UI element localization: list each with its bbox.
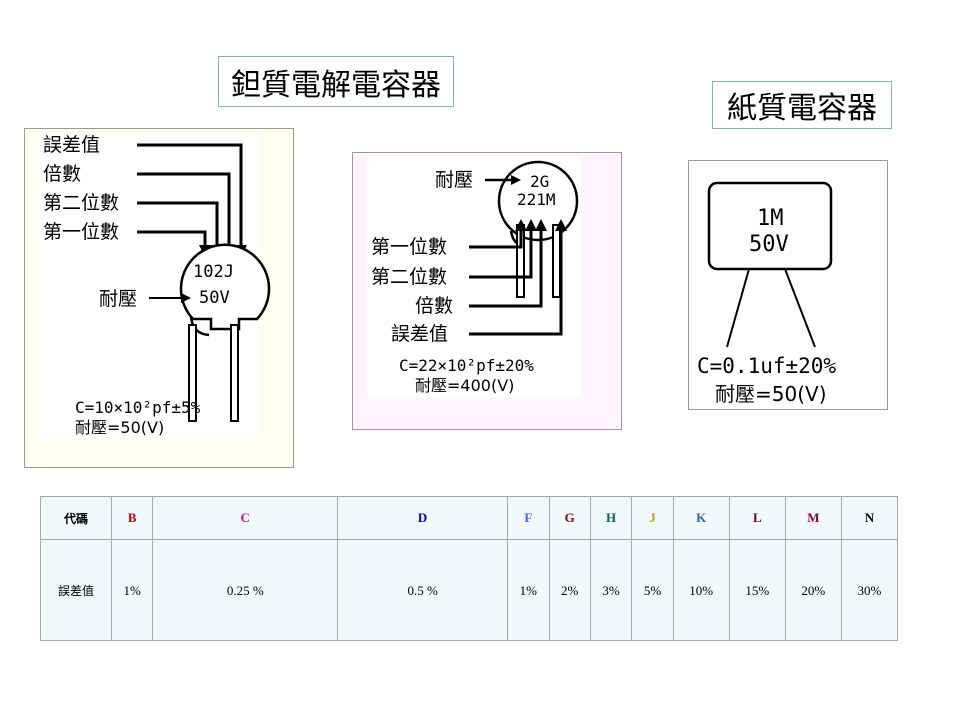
label-tolerance: 誤差值 <box>391 323 448 345</box>
paper-diagram-svg: 1M 50V C=0.1uf±20% 耐壓=50(V) <box>697 181 836 406</box>
capacitor-body <box>179 243 271 331</box>
tolerance-header: 誤差值 <box>40 539 112 641</box>
tolerance-cell: 30% <box>840 539 899 641</box>
tolerance-cell: 2% <box>548 539 591 641</box>
formula-voltage: 耐壓=400(V) <box>415 376 514 395</box>
tolerance-row: 誤差值 1% 0.25 % 0.5 % 1% 2% 3% 5% 10% 15% … <box>40 539 899 641</box>
code-row: 代碼 B C D F G H J K L M N <box>40 496 899 540</box>
formula-capacitance: C=10×10²pf±5% <box>75 398 201 417</box>
marking-capacitance: 1M <box>757 206 784 231</box>
marking-capacitance-code: 221M <box>517 190 556 209</box>
label-tolerance: 誤差值 <box>43 134 100 156</box>
label-voltage: 耐壓 <box>99 288 137 310</box>
tolerance-cell: 10% <box>672 539 730 641</box>
tantalum-diagram-svg: 誤差值 倍數 第二位數 第一位數 102J 50V 耐壓 C=10×10²pf±… <box>39 133 271 439</box>
formula-voltage: 耐壓=50(V) <box>715 382 827 406</box>
code-cell: B <box>110 496 154 540</box>
formula-capacitance: C=0.1uf±20% <box>697 354 836 378</box>
tolerance-cell: 0.25 % <box>152 539 339 641</box>
tolerance-cell: 5% <box>631 539 674 641</box>
tolerance-code-table: 代碼 B C D F G H J K L M N 誤差值 1% 0.25 % 0… <box>40 496 899 641</box>
title-tantalum-capacitor: 鉭質電解電容器 <box>218 56 454 107</box>
tolerance-cell: 20% <box>784 539 842 641</box>
capacitor-body <box>497 160 579 242</box>
formula-capacitance: C=22×10²pf±20% <box>399 356 534 375</box>
formula-voltage: 耐壓=50(V) <box>75 418 164 437</box>
tantalum-capacitor-diagram: 誤差值 倍數 第二位數 第一位數 102J 50V 耐壓 C=10×10²pf±… <box>24 128 294 468</box>
marking-voltage: 50V <box>749 232 789 257</box>
tolerance-cell: 15% <box>728 539 786 641</box>
code-cell: D <box>337 496 509 540</box>
label-first-digit: 第一位數 <box>371 236 447 258</box>
title-paper-capacitor: 紙質電容器 <box>712 81 892 129</box>
code-cell: K <box>672 496 730 540</box>
code-cell: J <box>631 496 674 540</box>
code-cell: C <box>152 496 339 540</box>
disc-capacitor-diagram: 2G 221M 耐壓 第一位數 第二位數 倍數 誤差值 C=22×10²pf±2… <box>352 152 622 430</box>
label-voltage: 耐壓 <box>435 169 473 191</box>
tolerance-cell: 1% <box>110 539 154 641</box>
tolerance-cell: 0.5 % <box>337 539 509 641</box>
pointer-arrows <box>137 143 243 247</box>
code-cell: L <box>728 496 786 540</box>
marking-voltage: 50V <box>199 288 230 308</box>
paper-capacitor-diagram: 1M 50V C=0.1uf±20% 耐壓=50(V) <box>688 160 888 410</box>
disc-diagram-svg: 2G 221M 耐壓 第一位數 第二位數 倍數 誤差值 C=22×10²pf±2… <box>367 157 581 397</box>
code-header: 代碼 <box>40 496 112 540</box>
code-cell: N <box>840 496 899 540</box>
tolerance-cell: 1% <box>507 539 550 641</box>
capacitor-body <box>707 181 833 271</box>
code-cell: G <box>548 496 591 540</box>
marking-code: 102J <box>193 262 234 282</box>
label-multiplier: 倍數 <box>43 163 81 185</box>
marking-voltage-code: 2G <box>530 172 549 191</box>
code-cell: F <box>507 496 550 540</box>
label-second-digit: 第二位數 <box>371 266 447 288</box>
tolerance-cell: 3% <box>589 539 633 641</box>
label-first-digit: 第一位數 <box>43 221 119 243</box>
pointer-arrows <box>469 229 563 336</box>
code-cell: H <box>589 496 633 540</box>
label-multiplier: 倍數 <box>415 295 453 317</box>
label-second-digit: 第二位數 <box>43 192 119 214</box>
code-cell: M <box>784 496 842 540</box>
